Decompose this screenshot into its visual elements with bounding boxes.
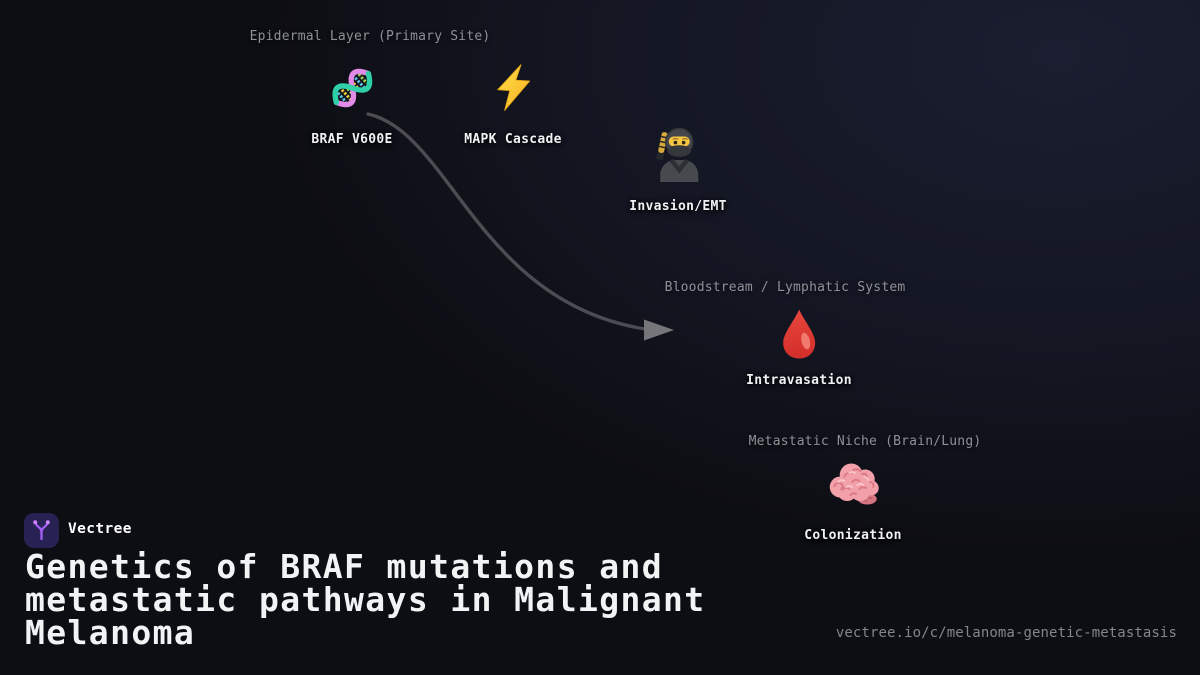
node-invasion-emt[interactable]: Invasion/EMT bbox=[629, 126, 727, 214]
node-label: Colonization bbox=[804, 528, 902, 543]
lightning-bolt-emoji bbox=[497, 64, 530, 111]
page-title: Genetics of BRAF mutations and metastati… bbox=[25, 547, 706, 652]
node-intravasation[interactable]: Intravasation bbox=[746, 308, 852, 388]
brain-emoji bbox=[829, 463, 879, 505]
node-label: MAPK Cascade bbox=[464, 132, 562, 147]
node-mapk-cascade[interactable]: MAPK Cascade bbox=[464, 63, 562, 147]
node-label: Intravasation bbox=[746, 373, 852, 388]
section-label-bloodstream: Bloodstream / Lymphatic System bbox=[664, 280, 906, 295]
blood-drop-emoji bbox=[783, 309, 815, 359]
dna-emoji bbox=[332, 68, 372, 108]
footer-url: vectree.io/c/melanoma-genetic-metastasis bbox=[835, 625, 1177, 641]
vectree-logo bbox=[24, 513, 59, 548]
section-label-metastatic: Metastatic Niche (Brain/Lung) bbox=[748, 434, 982, 449]
node-colonization[interactable]: Colonization bbox=[804, 462, 902, 543]
node-label: Invasion/EMT bbox=[629, 199, 727, 214]
vectree-branch-icon bbox=[33, 520, 50, 541]
arrowhead-icon bbox=[644, 319, 674, 341]
node-braf-v600e[interactable]: BRAF V600E bbox=[311, 62, 392, 147]
node-label: BRAF V600E bbox=[311, 132, 393, 147]
brand-name: Vectree bbox=[68, 521, 132, 537]
section-label-epidermal: Epidermal Layer (Primary Site) bbox=[249, 29, 491, 44]
ninja-emoji bbox=[655, 127, 698, 182]
